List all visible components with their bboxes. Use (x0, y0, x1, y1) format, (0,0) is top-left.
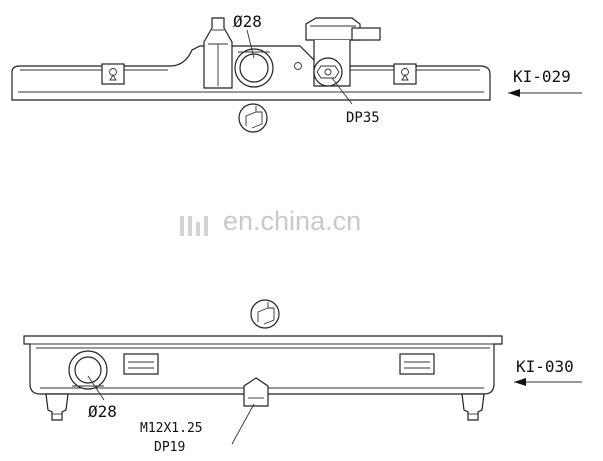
top-cap-leader (331, 77, 353, 105)
bottom-tank-drawing (23, 335, 503, 421)
top-inlet-leader (246, 29, 255, 59)
bottom-outlet-leader (87, 375, 105, 401)
bottom-part-arrow-head (514, 378, 526, 386)
bottom-drain-thread-label: M12X1.25 (140, 421, 203, 436)
watermark-text: en.china.cn (223, 206, 361, 236)
top-inlet-label: Ø28 (233, 12, 262, 31)
rotation-arrow-icon (238, 103, 268, 133)
rotation-arrow-icon (250, 299, 280, 329)
top-part-number: KI-029 (513, 67, 571, 86)
bottom-drain-label: DP19 (154, 440, 185, 455)
top-tank-drawing (11, 17, 491, 101)
top-cap-label: DP35 (346, 110, 380, 126)
china-logo-icon (180, 216, 208, 236)
bottom-part-number: KI-030 (516, 357, 574, 376)
bottom-outlet-label: Ø28 (88, 402, 117, 421)
top-part-arrow-head (508, 89, 520, 97)
bottom-drain-leader (231, 403, 255, 445)
